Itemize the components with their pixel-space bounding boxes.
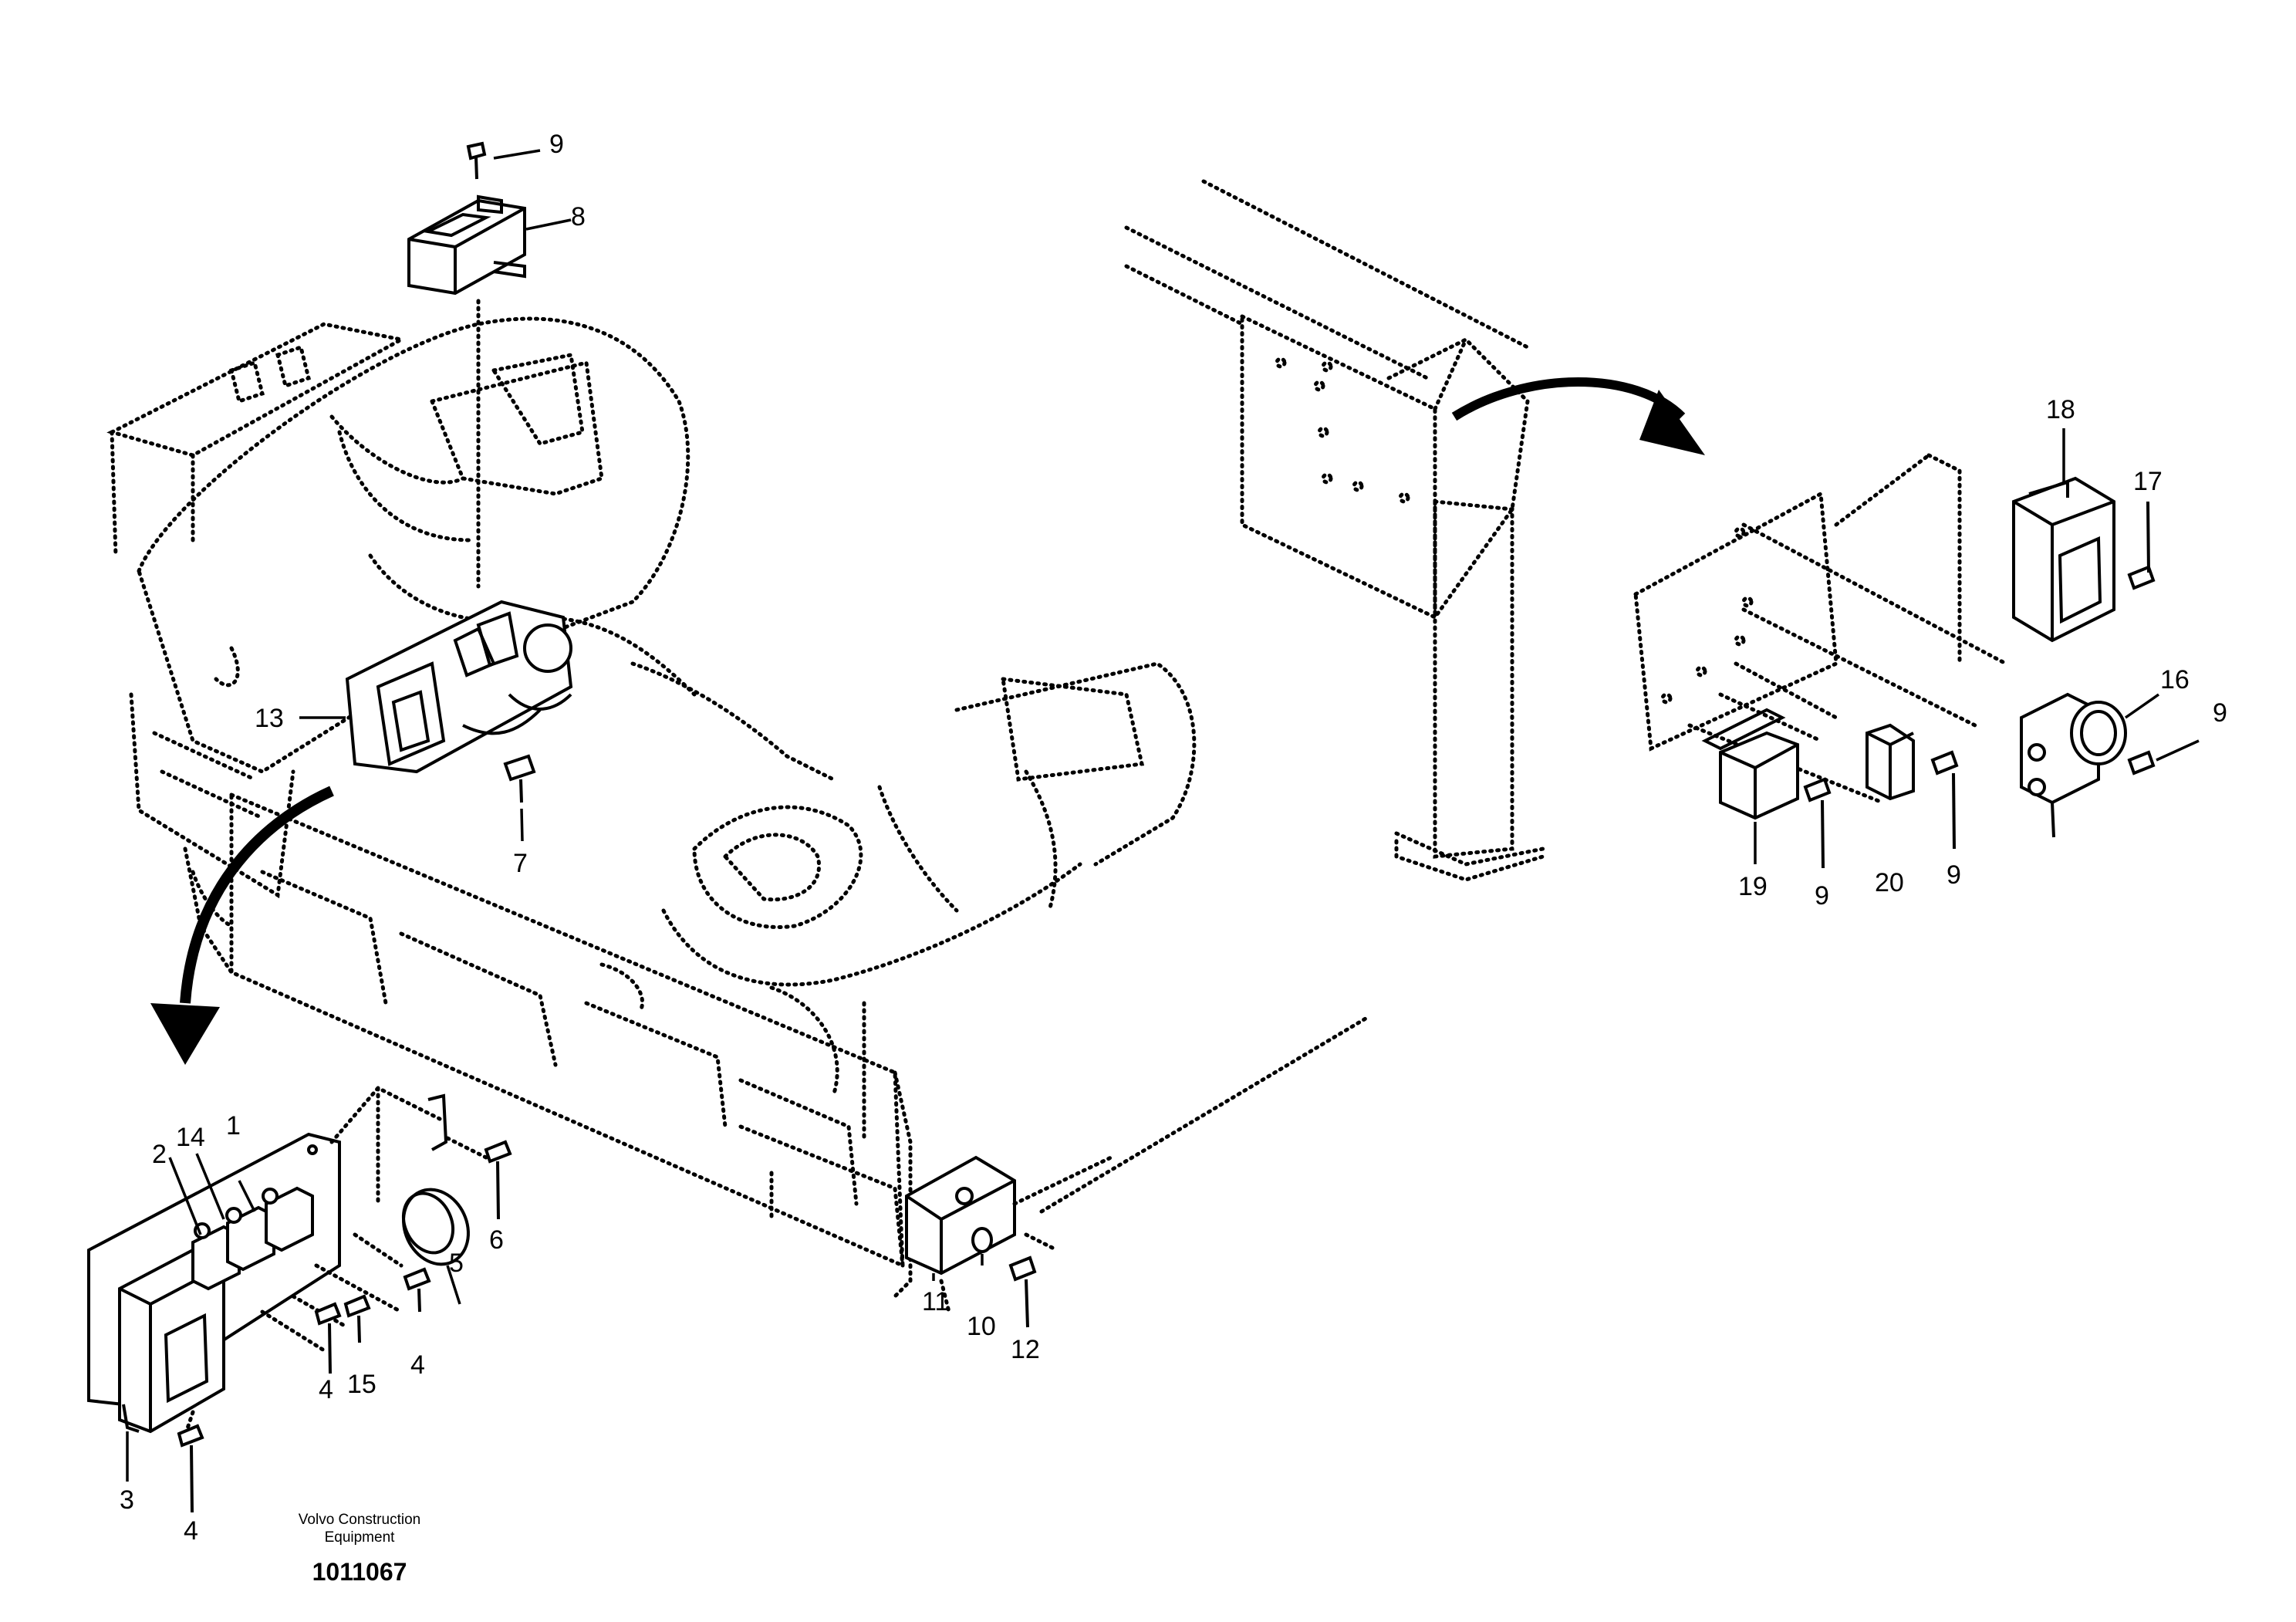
leader-1 xyxy=(238,1180,256,1212)
callout-4: 4 xyxy=(410,1350,425,1380)
bolt-icon xyxy=(403,1267,431,1313)
callout-9: 9 xyxy=(1947,860,1961,890)
leader-5 xyxy=(446,1265,461,1305)
bolt-icon xyxy=(1008,1255,1037,1328)
bolt-icon xyxy=(177,1424,204,1513)
bolt-icon xyxy=(484,1140,512,1220)
controller-part-8 xyxy=(407,194,526,589)
leader-8 xyxy=(525,218,572,231)
callout-8: 8 xyxy=(571,202,586,231)
bolt-icon xyxy=(503,754,536,803)
machine-body-outline xyxy=(106,316,1197,1299)
callout-19: 19 xyxy=(1738,872,1768,901)
bolt-icon xyxy=(466,141,487,180)
callout-13: 13 xyxy=(255,704,284,733)
callout-2: 2 xyxy=(152,1140,167,1169)
callout-7: 7 xyxy=(513,849,528,878)
arrow-down-left-icon xyxy=(150,786,334,1065)
mounting-bracket xyxy=(1633,453,2008,805)
callout-3: 3 xyxy=(120,1485,134,1515)
callout-9: 9 xyxy=(2213,698,2227,728)
bolt-icon xyxy=(2127,501,2156,590)
callout-11: 11 xyxy=(922,1287,949,1316)
relay-part-19 xyxy=(1701,708,1799,820)
callout-4: 4 xyxy=(184,1516,198,1546)
drawing-number: 1011067 xyxy=(312,1558,407,1586)
relay-part-20 xyxy=(1866,723,1915,801)
callout-10: 10 xyxy=(967,1312,996,1341)
callout-5: 5 xyxy=(449,1249,464,1278)
leader-2 xyxy=(168,1157,202,1235)
callout-14: 14 xyxy=(176,1123,205,1152)
company-name-line1: Volvo Construction xyxy=(299,1512,420,1528)
buzzer-part-11 xyxy=(905,1155,1016,1276)
bolt-icon xyxy=(2127,750,2156,776)
leader-14 xyxy=(195,1153,225,1220)
electrical-board-part-13 xyxy=(345,600,573,774)
leader-9d xyxy=(2156,739,2200,762)
callout-6: 6 xyxy=(489,1225,504,1255)
callout-9: 9 xyxy=(1815,881,1829,911)
callout-9: 9 xyxy=(549,130,564,159)
bolt-icon xyxy=(343,1294,371,1343)
arrow-right-icon xyxy=(1451,377,1705,455)
leader-9a xyxy=(493,149,541,160)
battery-switch-part-16 xyxy=(2020,692,2127,838)
callout-4: 4 xyxy=(319,1375,333,1404)
callout-12: 12 xyxy=(1011,1335,1040,1364)
bolt-icon xyxy=(1803,777,1832,869)
relay-board-assembly xyxy=(87,1132,341,1434)
horn-part-5 xyxy=(401,1093,470,1266)
callout-17: 17 xyxy=(2133,467,2163,496)
bolt-icon xyxy=(314,1302,342,1374)
cab-frame-outline xyxy=(1124,179,1545,882)
nut-icon xyxy=(971,1227,993,1253)
callout-1: 1 xyxy=(226,1111,241,1140)
bolt-icon xyxy=(1930,750,1959,850)
callout-18: 18 xyxy=(2046,395,2075,424)
callout-15: 15 xyxy=(347,1370,376,1399)
company-name-line2: Equipment xyxy=(325,1529,396,1546)
leader-16 xyxy=(2124,693,2160,719)
relay-part-18 xyxy=(2012,476,2115,643)
callout-16: 16 xyxy=(2160,665,2190,694)
footer: Volvo Construction Equipment 1011067 xyxy=(299,1512,420,1586)
callout-labels: 9 8 13 7 18 17 16 9 19 9 20 9 1 14 2 5 6… xyxy=(120,130,2227,1546)
callout-20: 20 xyxy=(1875,868,1904,897)
